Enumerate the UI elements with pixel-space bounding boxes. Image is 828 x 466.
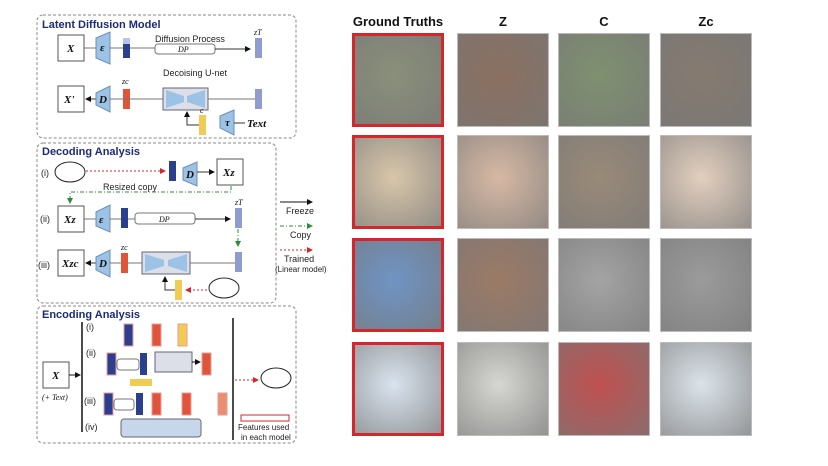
xz-label: Xz: [222, 167, 235, 179]
zt-label: zT: [234, 198, 243, 207]
encoder-label: ε: [99, 214, 104, 226]
zt-label: zT: [253, 28, 262, 37]
features-label-2: in each model: [241, 433, 291, 442]
legend-freeze: Freeze: [286, 206, 314, 216]
image-skier-c: [558, 342, 650, 436]
image-teddy-bear-ground-truth: [352, 135, 444, 229]
step-i: (i): [86, 322, 94, 332]
image-train-zc: [660, 33, 752, 127]
step-ii: (ii): [40, 214, 50, 224]
image-clock-tower-ground-truth: [352, 238, 444, 332]
image-skier-z: [457, 342, 549, 436]
image-skier-ground-truth: [352, 342, 444, 436]
x-label: X: [51, 370, 60, 382]
xz-label: Xz: [63, 214, 76, 226]
encoding-title: Encoding Analysis: [42, 309, 140, 321]
diffusion-process-label: Diffusion Process: [155, 34, 225, 44]
text-label: Text: [247, 118, 267, 130]
step-i: (i): [41, 168, 49, 178]
step-iii: (iii): [84, 396, 96, 406]
zc-label: zc: [120, 243, 128, 252]
step-iii: (iii): [38, 260, 50, 270]
legend-trained: Trained: [284, 254, 314, 264]
encoding-analysis-panel: Encoding Analysis X (+ Text) (i) (ii) (i…: [36, 305, 297, 444]
image-clock-tower-zc: [660, 238, 752, 332]
column-header-c: C: [599, 14, 609, 29]
image-train-ground-truth: [352, 33, 444, 127]
encoder-label: ε: [100, 42, 105, 54]
column-header-zc: Zc: [698, 14, 714, 29]
decoder-label: D: [98, 258, 107, 270]
tau-label: τ: [225, 117, 231, 129]
image-teddy-bear-c: [558, 135, 650, 229]
x-prime-label: X': [63, 94, 74, 106]
dp-label: DP: [177, 45, 189, 54]
image-teddy-bear-z: [457, 135, 549, 229]
zc-label: zc: [121, 77, 129, 86]
z-latent-icon: [123, 38, 130, 58]
zt-latent-icon: [255, 38, 262, 58]
plus-text-label: (+ Text): [42, 393, 68, 402]
decoding-title: Decoding Analysis: [42, 146, 140, 158]
step-iv: (iv): [85, 422, 98, 432]
ldm-title: Latent Diffusion Model: [42, 19, 161, 31]
image-clock-tower-c: [558, 238, 650, 332]
image-train-c: [558, 33, 650, 127]
legend-trained-sub: (Linear model): [275, 265, 327, 274]
legend-copy: Copy: [290, 230, 312, 240]
step-ii: (ii): [86, 348, 96, 358]
xzc-label: Xzc: [61, 258, 79, 270]
dp-label: DP: [158, 215, 170, 224]
decoding-analysis-panel: Decoding Analysis (i) D Xz Resized copy …: [36, 142, 277, 304]
brain-icon: [208, 277, 240, 299]
decoder-icon: [95, 85, 111, 113]
decoder-label: D: [185, 169, 194, 181]
encoder-icon: [95, 31, 111, 65]
x-label: X: [66, 43, 75, 55]
image-teddy-bear-zc: [660, 135, 752, 229]
tau-text-encoder-icon: [219, 109, 235, 136]
legend: Freeze Copy Trained (Linear model): [275, 199, 327, 274]
unet-label: Decoising U-net: [163, 68, 228, 78]
image-skier-zc: [660, 342, 752, 436]
brain-icon: [54, 161, 86, 183]
latent-diffusion-model-panel: Latent Diffusion Model X ε Diffusion Pro…: [36, 14, 297, 139]
unet-icon: [166, 90, 205, 108]
column-header-z: Z: [499, 14, 507, 29]
decoder-label: D: [98, 94, 107, 106]
column-header-ground-truths: Ground Truths: [352, 14, 444, 29]
image-train-z: [457, 33, 549, 127]
c-conditioning-icon: [199, 115, 206, 135]
brain-icon: [260, 367, 292, 389]
features-label-1: Features used: [238, 423, 289, 432]
image-clock-tower-z: [457, 238, 549, 332]
c-label: c: [200, 106, 204, 115]
resized-copy-label: Resized copy: [103, 182, 158, 192]
